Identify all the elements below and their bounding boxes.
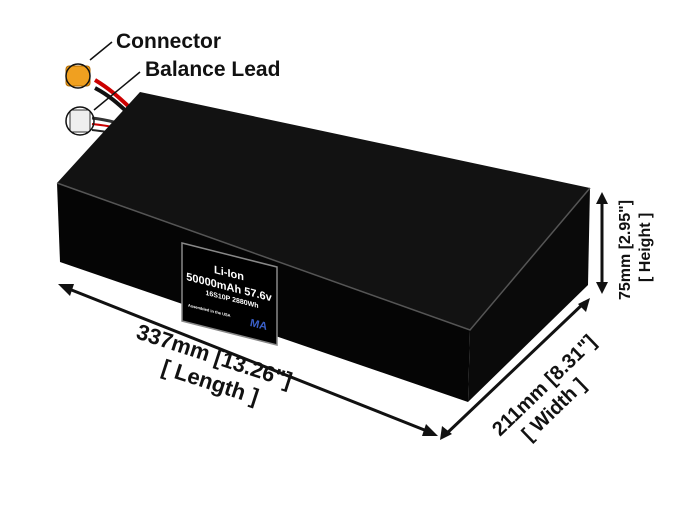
battery-box xyxy=(56,92,591,402)
length-arrow xyxy=(63,285,433,435)
balance-lead-callout: Balance Lead xyxy=(145,58,280,81)
height-dimension: 75mm [2.95"] xyxy=(617,200,634,300)
dimension-arrows xyxy=(58,192,608,440)
width-arrow xyxy=(442,300,587,438)
connector-callout: Connector xyxy=(116,30,221,53)
connector-leader-line xyxy=(89,41,113,61)
balance-connector xyxy=(65,106,95,136)
height-label: [ Height ] xyxy=(637,213,654,282)
xt-connector xyxy=(65,63,91,89)
label-logo: MA xyxy=(250,317,267,333)
battery-label: Li-Ion 50000mAh 57.6v 16S10P 2880Wh Asse… xyxy=(181,242,278,346)
balance-leader-line xyxy=(93,71,141,111)
